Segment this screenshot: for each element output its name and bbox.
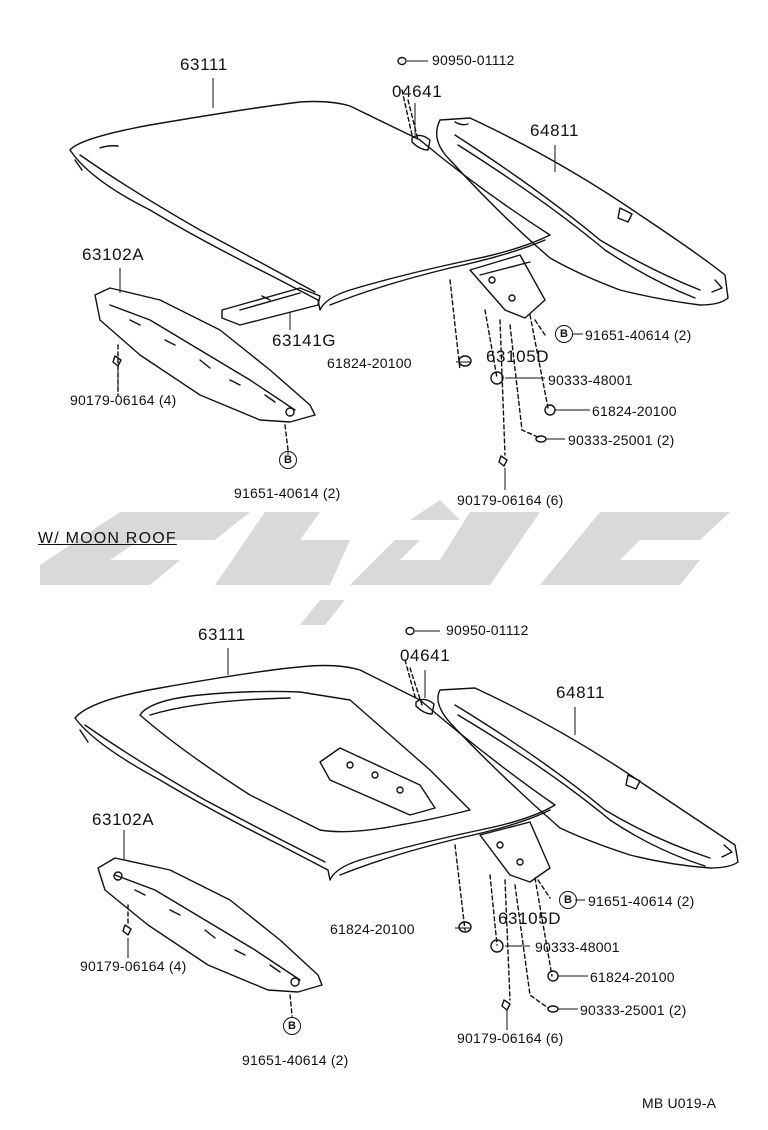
label-61824-top-a: 61824-20100: [327, 355, 412, 371]
label-90950-bottom: 90950-01112: [446, 622, 529, 638]
label-90179-bottom-right: 90179-06164 (6): [457, 1030, 564, 1046]
bracket-63141g-top: [221, 287, 321, 326]
label-90333-25001-top: 90333-25001 (2): [568, 432, 675, 448]
grommet-bottom-b: [547, 970, 559, 982]
label-90333-48001-bottom: 90333-48001: [535, 939, 620, 955]
label-90179-bottom-left: 90179-06164 (4): [80, 958, 187, 974]
label-91651-bottom-left: 91651-40614 (2): [242, 1052, 349, 1068]
grommet-top-a: [458, 355, 472, 367]
clip-bottom-right: [501, 999, 511, 1011]
roof-panel-bottom: [74, 664, 556, 881]
label-63111-top: 63111: [180, 55, 228, 74]
label-90333-25001-bottom: 90333-25001 (2): [580, 1002, 687, 1018]
label-91651-top-left: 91651-40614 (2): [234, 485, 341, 501]
roof-panel-top: [69, 100, 551, 311]
guide-lines-bottom-right: [454, 844, 553, 1009]
guide-lines-bottom-left: [127, 904, 293, 1016]
reinforcement-63102a-top: [94, 287, 316, 423]
diagram-code: MB U019-A: [642, 1095, 717, 1111]
label-90950-top: 90950-01112: [432, 52, 515, 68]
guide-lines-top-right: [449, 279, 549, 456]
plug-top-25001: [535, 435, 547, 443]
reinforcement-63105d-top: [469, 254, 546, 319]
label-64811-bottom: 64811: [556, 683, 606, 702]
label-91651-top-right: 91651-40614 (2): [585, 327, 692, 343]
label-63105d-top: 63105D: [486, 347, 550, 366]
label-04641-top: 04641: [392, 82, 443, 101]
clip-top-left: [112, 355, 122, 367]
circle-b-top-left: B: [279, 451, 297, 469]
clip-top-right: [498, 455, 508, 467]
label-90333-48001-top: 90333-48001: [548, 372, 633, 388]
label-63102a-top: 63102A: [82, 245, 145, 264]
watermark-logo: [40, 500, 730, 625]
label-63111-bottom: 63111: [198, 625, 246, 644]
label-63105d-bottom: 63105D: [498, 909, 562, 928]
label-90179-top-left: 90179-06164 (4): [70, 392, 177, 408]
circle-b-bottom-right: B: [559, 891, 577, 909]
circle-b-bottom-left: B: [283, 1017, 301, 1035]
label-61824-bottom-b: 61824-20100: [590, 969, 675, 985]
label-90179-top-right: 90179-06164 (6): [457, 492, 564, 508]
moonroof-bracket-bottom: [319, 747, 436, 816]
seal-top: [397, 56, 431, 151]
seal-bottom: [404, 626, 435, 715]
circle-b-top-right: B: [555, 325, 573, 343]
side-rail-top: [436, 117, 729, 306]
label-91651-bottom-right: 91651-40614 (2): [588, 893, 695, 909]
grommet-bottom-a: [458, 921, 472, 933]
label-61824-bottom-a: 61824-20100: [330, 921, 415, 937]
label-63102a-bottom: 63102A: [92, 810, 155, 829]
leader-lines: [117, 60, 590, 1030]
grommet-top-b: [544, 404, 556, 416]
label-64811-top: 64811: [530, 121, 580, 140]
plug-bottom-48001: [490, 939, 504, 953]
plug-top-48001: [490, 371, 504, 385]
label-04641-bottom: 04641: [400, 646, 451, 665]
section-title-moon-roof: W/ MOON ROOF: [38, 530, 177, 547]
clip-bottom-left: [122, 924, 132, 936]
label-61824-top-b: 61824-20100: [592, 403, 677, 419]
side-rail-bottom: [437, 687, 739, 869]
plug-bottom-25001: [547, 1005, 559, 1013]
label-63141g-top: 63141G: [272, 331, 337, 350]
reinforcement-63102a-bottom: [97, 857, 323, 993]
reinforcement-63105d-bottom: [479, 821, 551, 883]
